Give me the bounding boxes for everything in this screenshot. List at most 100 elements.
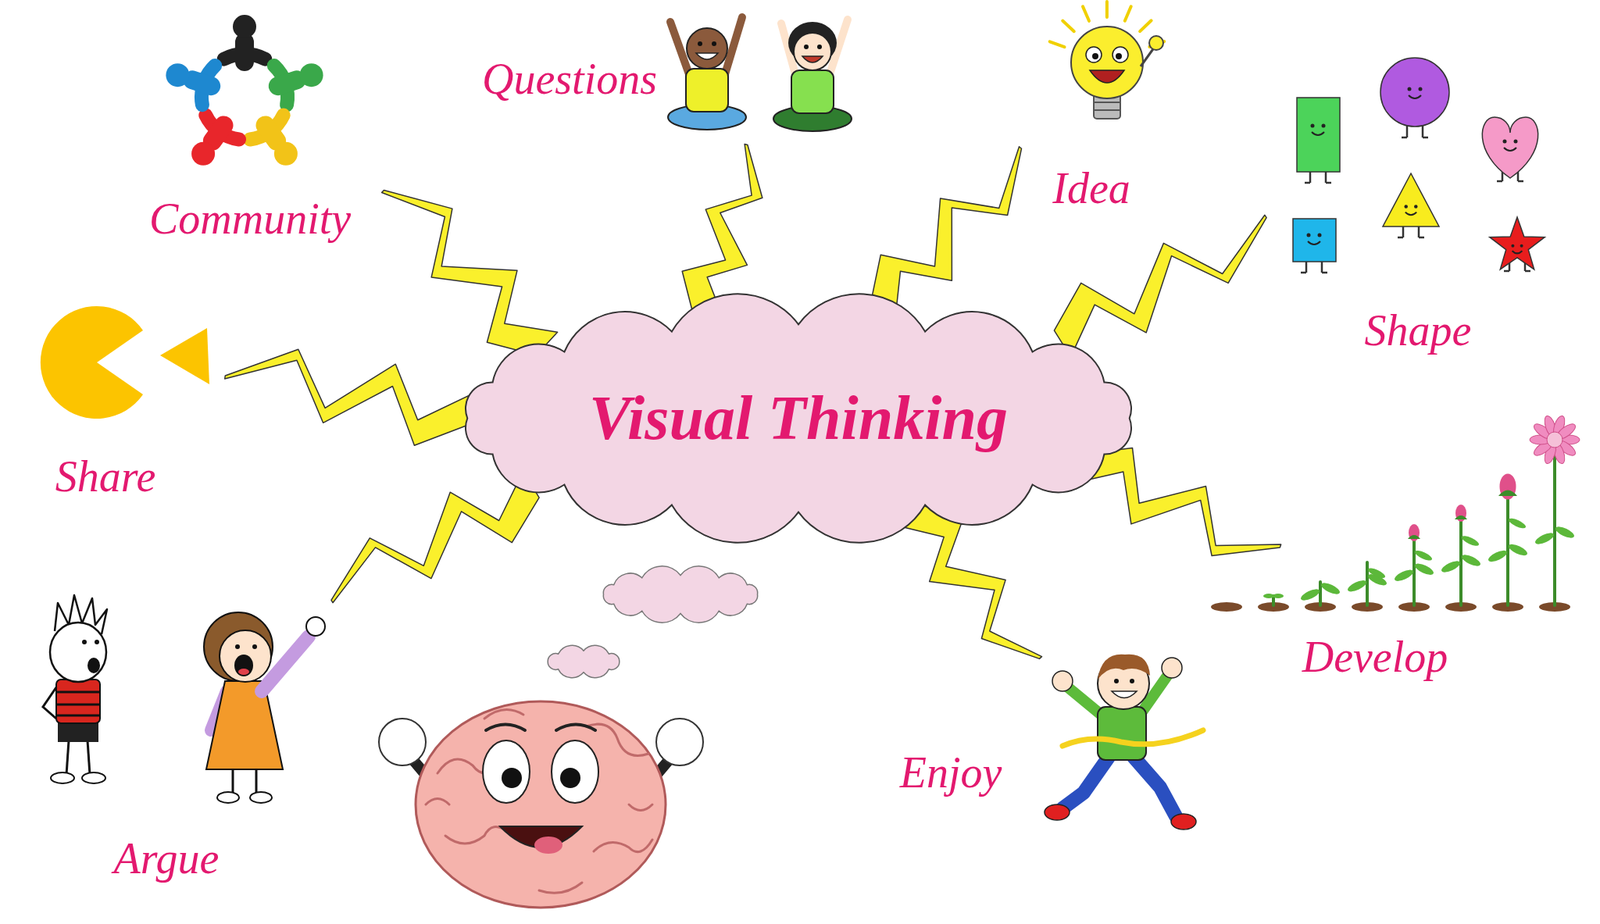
icon-part — [82, 772, 106, 784]
icon-part — [1296, 97, 1340, 172]
icon-part — [40, 306, 143, 419]
concept-label: Community — [149, 195, 351, 244]
icon-part — [1503, 147, 1517, 151]
lightning-bolt — [898, 505, 1042, 660]
icon-part — [1309, 171, 1312, 183]
icon-part — [203, 612, 273, 682]
icon-part — [1408, 524, 1420, 542]
icon-part — [250, 792, 272, 804]
icon-part — [1407, 535, 1421, 540]
icon-part — [252, 644, 258, 650]
icon-part — [802, 56, 823, 63]
icon-part — [1507, 542, 1529, 558]
icon-part — [378, 718, 426, 766]
icon-part — [793, 32, 832, 71]
icon-part — [1307, 233, 1311, 238]
icon-part — [817, 44, 822, 50]
icon-part — [50, 772, 75, 784]
icon-part — [1486, 548, 1509, 565]
icon-part — [1292, 218, 1336, 262]
icon-part — [1418, 236, 1425, 240]
icon-part — [192, 79, 211, 86]
icon-part — [212, 125, 225, 141]
icon-part — [560, 767, 581, 789]
icon-part — [56, 691, 100, 694]
growing-plants — [1210, 414, 1580, 612]
icon-part — [1171, 814, 1197, 830]
thought-cloud: Visual Thinking — [439, 296, 1158, 541]
icon-part — [1093, 109, 1121, 111]
icon-part — [1380, 57, 1450, 127]
icon-part — [603, 566, 758, 623]
icon-part — [1044, 804, 1070, 821]
community-icon — [165, 14, 323, 166]
icon-part — [238, 668, 250, 675]
icon-part — [165, 63, 190, 87]
pacman-icon — [40, 306, 210, 419]
icon-part — [1414, 204, 1418, 209]
icon-part — [1517, 180, 1524, 183]
icon-part — [1503, 139, 1508, 144]
icon-part — [656, 718, 704, 766]
icon-part — [685, 68, 729, 112]
icon-part — [1085, 46, 1102, 63]
icon-part — [697, 41, 703, 47]
icon-part — [539, 882, 583, 893]
light-bulb — [1050, 1, 1165, 119]
icon-part — [1520, 244, 1524, 248]
icon-part — [1263, 593, 1275, 599]
concept-label: Questions — [482, 55, 658, 104]
icon-part — [1489, 217, 1545, 270]
icon-part — [1402, 226, 1405, 238]
icon-part — [484, 710, 524, 719]
icon-part — [1325, 171, 1328, 183]
icon-part — [686, 28, 728, 69]
icon-part — [1510, 244, 1515, 248]
icon-part — [82, 639, 87, 645]
cloud-title: Visual Thinking — [589, 383, 1008, 453]
lightning-bolts — [225, 144, 1282, 660]
icon-part — [1417, 226, 1421, 238]
icon-part — [1413, 549, 1433, 563]
icon-part — [1525, 270, 1531, 273]
icon-part — [485, 725, 525, 732]
icon-part — [1062, 21, 1075, 33]
lightning-bolt — [1072, 447, 1282, 556]
icon-part — [1311, 132, 1325, 136]
icon-part — [1397, 236, 1404, 240]
icon-part — [217, 792, 240, 804]
icon-part — [87, 657, 100, 674]
icon-part — [56, 679, 100, 724]
icon-part — [1408, 95, 1422, 99]
icon-part — [1139, 20, 1152, 32]
icon-part — [50, 622, 107, 683]
kids-with-raised-hands — [667, 17, 852, 132]
icon-part — [425, 799, 450, 806]
icon-part — [160, 328, 210, 385]
concept-label: Shape — [1364, 307, 1472, 356]
arguing-kids — [42, 595, 325, 804]
icon-part — [94, 639, 100, 645]
icon-part — [1482, 117, 1538, 179]
running-boy — [1044, 654, 1204, 830]
concept-label: Develop — [1302, 633, 1449, 683]
icon-part — [278, 79, 297, 86]
concept-label: Share — [55, 453, 157, 502]
icon-part — [1071, 26, 1143, 99]
icon-part — [501, 767, 522, 789]
icon-part — [1405, 212, 1417, 216]
icon-part — [191, 142, 215, 166]
icon-part — [1304, 182, 1311, 185]
icon-part — [1421, 125, 1425, 138]
icon-part — [1382, 173, 1440, 227]
icon-part — [1307, 241, 1321, 245]
icon-part — [1418, 87, 1423, 92]
icon-part — [1132, 756, 1176, 817]
icon-part — [1514, 139, 1518, 144]
icon-part — [1319, 580, 1342, 597]
icon-part — [1496, 180, 1503, 183]
icon-part — [1503, 270, 1510, 273]
icon-part — [1125, 6, 1132, 21]
icon-part — [415, 701, 666, 908]
